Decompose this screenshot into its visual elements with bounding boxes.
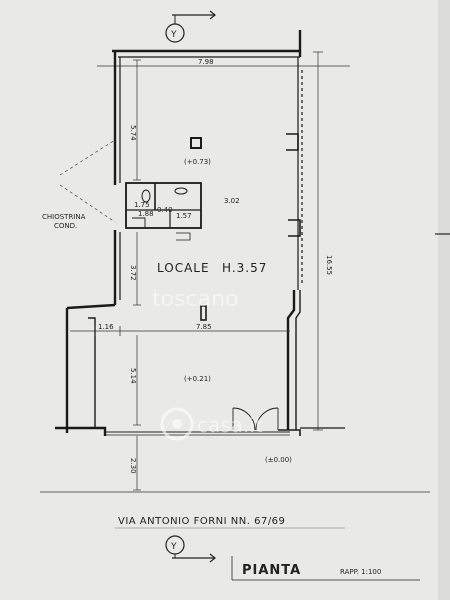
- wc-block: [125, 182, 202, 241]
- total-height-dim: [313, 51, 323, 431]
- chiostrina-sub-label: COND.: [54, 222, 77, 230]
- dim-wc-4: 1.57: [176, 212, 192, 220]
- room-height: H.3.57: [222, 261, 267, 275]
- elev-street: (±0.00): [265, 456, 292, 464]
- section-marker-bottom: [165, 535, 216, 563]
- column-lower: [200, 305, 207, 321]
- dim-mid-left: 3.72: [129, 265, 137, 281]
- chiostrina-label: CHIOSTRINA: [42, 213, 86, 221]
- lower-width-dim: [70, 326, 290, 336]
- title-block: [231, 556, 420, 581]
- upper-height-dim: [133, 59, 141, 181]
- street-name: VIA ANTONIO FORNI NN. 67/69: [118, 516, 285, 527]
- dim-wc-5: 3.02: [224, 197, 240, 205]
- scale-note: RAPP. 1:100: [340, 568, 381, 576]
- dim-wc-1: 1.75: [134, 201, 150, 209]
- title: PIANTA: [242, 563, 301, 578]
- walls: [55, 30, 345, 436]
- paper-edge: [438, 0, 450, 600]
- section-marker-bottom-label: Y: [170, 542, 177, 552]
- dim-bottom-small: 2.30: [129, 458, 137, 474]
- watermark-casa-text: casa.it: [197, 413, 263, 437]
- dim-width-mid: 7.85: [196, 323, 212, 331]
- dim-wc-2: 1.88: [138, 210, 154, 218]
- section-marker-top-label: Y: [170, 30, 177, 40]
- column-upper: [190, 137, 202, 149]
- bottom-small-dim: [133, 436, 141, 491]
- section-marker-top: [165, 10, 216, 43]
- room-label: LOCALE: [157, 261, 210, 275]
- dim-wc-3: 0.40: [157, 206, 173, 214]
- elev-upper: (+0.73): [184, 158, 211, 166]
- watermark-toscano: toscano: [152, 287, 239, 312]
- dim-lower-height: 5.14: [129, 368, 137, 384]
- chiostrina-lines: [59, 139, 116, 223]
- entrance-door: [232, 407, 279, 431]
- elev-lower: (+0.21): [184, 375, 211, 383]
- mid-left-dim: [133, 232, 141, 306]
- dim-upper-height: 5.74: [129, 125, 137, 141]
- storefront-glazing: [105, 431, 290, 436]
- dim-total-height: 16.55: [325, 255, 333, 275]
- dim-left-small: 1.16: [98, 323, 114, 331]
- lower-height-dim: [133, 335, 141, 426]
- watermark-casa: [160, 407, 194, 441]
- dim-width-top: 7.98: [198, 58, 214, 66]
